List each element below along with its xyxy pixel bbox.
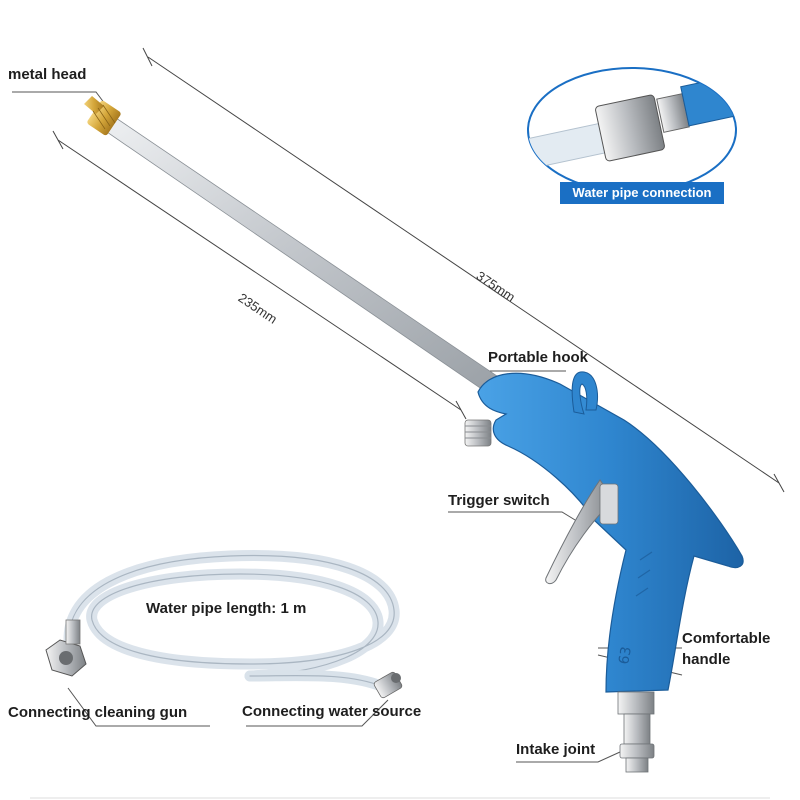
label-connecting-water-source: Connecting water source [242,703,422,720]
label-water-pipe-length: Water pipe length: 1 m [146,600,307,617]
inset-water-pipe-connection [527,67,737,193]
label-comfortable-handle: Comfortable handle [682,630,770,669]
label-comfortable-handle-line2: handle [682,651,731,669]
label-water-pipe-connection: Water pipe connection [560,182,724,204]
trigger-switch [545,479,619,585]
label-connecting-cleaning-gun: Connecting cleaning gun [8,704,188,721]
gun-body: 63 [477,372,744,693]
label-portable-hook: Portable hook [488,349,589,366]
intake-joint [617,691,655,773]
dimension-line-235 [52,130,467,420]
label-metal-head: metal head [8,66,87,83]
label-comfortable-handle-line1: Comfortable [682,630,771,647]
lower-nozzle [464,419,492,447]
label-intake-joint: Intake joint [516,741,596,758]
water-hose [63,550,400,694]
label-trigger-switch: Trigger switch [448,492,550,509]
portable-hook [571,371,598,415]
hose-fitting-cleaning-gun [45,619,87,677]
svg-text:63: 63 [616,645,635,665]
dimension-line-375 [142,47,785,493]
metal-head [84,96,121,136]
hose-fitting-water-source [373,671,403,699]
